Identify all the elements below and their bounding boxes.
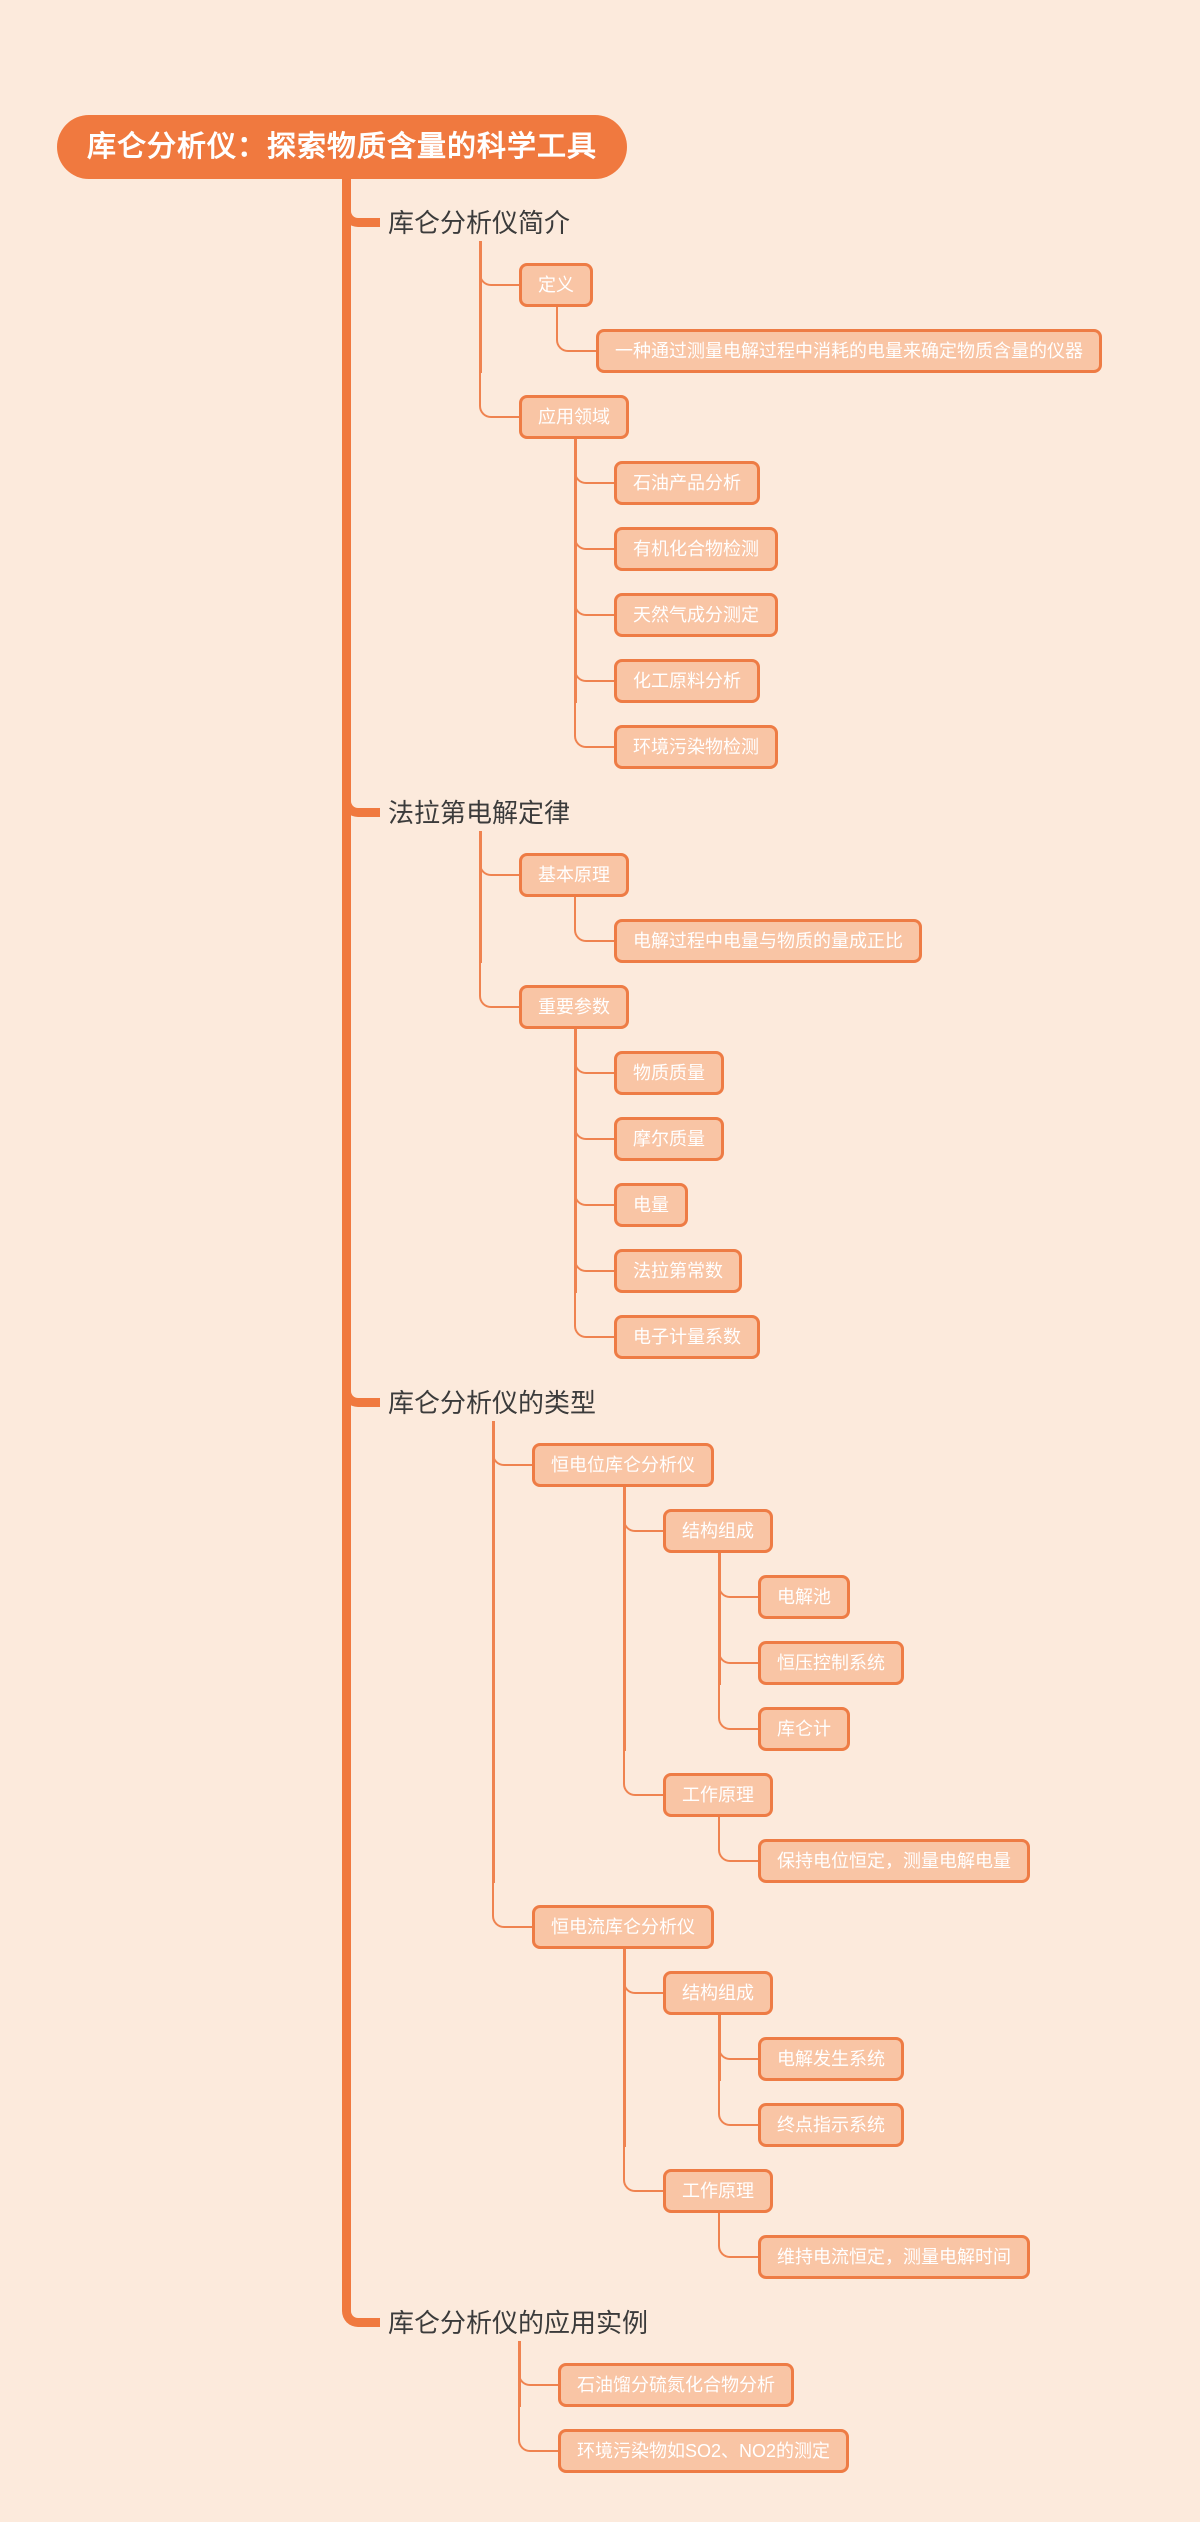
child-branch-list: 结构组成电解发生系统终点指示系统工作原理维持电流恒定，测量电解时间	[623, 1949, 1182, 2279]
sub-topic-node[interactable]: 电解池	[758, 1575, 850, 1619]
main-topic-label[interactable]: 库仑分析仪简介	[388, 208, 571, 238]
branch-list: 库仑分析仪简介定义一种通过测量电解过程中消耗的电量来确定物质含量的仪器应用领域石…	[342, 179, 1182, 2473]
sub-topic-node[interactable]: 结构组成	[663, 1509, 773, 1553]
mindmap-branch: 终点指示系统	[718, 2081, 1182, 2147]
sub-topic-node[interactable]: 维持电流恒定，测量电解时间	[758, 2235, 1030, 2279]
child-branch-list: 电解过程中电量与物质的量成正比	[574, 897, 1182, 963]
mindmap-branch: 基本原理电解过程中电量与物质的量成正比	[479, 831, 1182, 963]
sub-topic-node[interactable]: 法拉第常数	[614, 1249, 742, 1293]
mindmap-branch: 电量	[574, 1161, 1182, 1227]
child-branch-list: 恒电位库仑分析仪结构组成电解池恒压控制系统库仑计工作原理保持电位恒定，测量电解电…	[492, 1421, 1182, 2279]
mindmap-main-branch: 法拉第电解定律基本原理电解过程中电量与物质的量成正比重要参数物质质量摩尔质量电量…	[342, 769, 1182, 1359]
sub-topic-node[interactable]: 石油馏分硫氮化合物分析	[558, 2363, 794, 2407]
mindmap-branch: 法拉第常数	[574, 1227, 1182, 1293]
sub-topic-node[interactable]: 天然气成分测定	[614, 593, 778, 637]
child-branch-list: 电解发生系统终点指示系统	[718, 2015, 1182, 2147]
sub-topic-node[interactable]: 电解过程中电量与物质的量成正比	[614, 919, 922, 963]
child-branch-list: 电解池恒压控制系统库仑计	[718, 1553, 1182, 1751]
main-topic-label[interactable]: 库仑分析仪的类型	[388, 1388, 597, 1418]
sub-topic-node[interactable]: 结构组成	[663, 1971, 773, 2015]
sub-topic-node[interactable]: 定义	[519, 263, 593, 307]
mindmap-branch: 恒压控制系统	[718, 1619, 1182, 1685]
sub-topic-node[interactable]: 环境污染物如SO2、NO2的测定	[558, 2429, 850, 2473]
mindmap-branch: 工作原理维持电流恒定，测量电解时间	[623, 2147, 1182, 2279]
mindmap-branch: 维持电流恒定，测量电解时间	[718, 2213, 1182, 2279]
mindmap-branch: 石油产品分析	[574, 439, 1182, 505]
mindmap-branch: 化工原料分析	[574, 637, 1182, 703]
child-branch-list: 保持电位恒定，测量电解电量	[718, 1817, 1182, 1883]
sub-topic-node[interactable]: 终点指示系统	[758, 2103, 904, 2147]
mindmap-branch: 物质质量	[574, 1029, 1182, 1095]
mindmap-branch: 重要参数物质质量摩尔质量电量法拉第常数电子计量系数	[479, 963, 1182, 1359]
sub-topic-node[interactable]: 重要参数	[519, 985, 629, 1029]
sub-topic-node[interactable]: 恒电流库仑分析仪	[532, 1905, 714, 1949]
sub-topic-node[interactable]: 恒电位库仑分析仪	[532, 1443, 714, 1487]
sub-topic-node[interactable]: 摩尔质量	[614, 1117, 724, 1161]
child-branch-list: 维持电流恒定，测量电解时间	[718, 2213, 1182, 2279]
mindmap-branch: 天然气成分测定	[574, 571, 1182, 637]
child-branch-list: 定义一种通过测量电解过程中消耗的电量来确定物质含量的仪器应用领域石油产品分析有机…	[479, 241, 1182, 769]
sub-topic-node[interactable]: 环境污染物检测	[614, 725, 778, 769]
mindmap-branch: 石油馏分硫氮化合物分析	[518, 2341, 1182, 2407]
mindmap-branch: 环境污染物检测	[574, 703, 1182, 769]
sub-topic-node[interactable]: 电量	[614, 1183, 688, 1227]
mindmap-branch: 电解发生系统	[718, 2015, 1182, 2081]
sub-topic-node[interactable]: 基本原理	[519, 853, 629, 897]
mindmap-branch: 恒电流库仑分析仪结构组成电解发生系统终点指示系统工作原理维持电流恒定，测量电解时…	[492, 1883, 1182, 2279]
main-topic-label[interactable]: 库仑分析仪的应用实例	[388, 2308, 649, 2338]
sub-topic-node[interactable]: 石油产品分析	[614, 461, 760, 505]
mindmap-main-branch: 库仑分析仪简介定义一种通过测量电解过程中消耗的电量来确定物质含量的仪器应用领域石…	[342, 179, 1182, 769]
mindmap-main-branch: 库仑分析仪的应用实例石油馏分硫氮化合物分析环境污染物如SO2、NO2的测定	[342, 2279, 1182, 2473]
sub-topic-node[interactable]: 电解发生系统	[758, 2037, 904, 2081]
mindmap-branch: 有机化合物检测	[574, 505, 1182, 571]
mindmap-branch: 保持电位恒定，测量电解电量	[718, 1817, 1182, 1883]
mindmap-branch: 结构组成电解池恒压控制系统库仑计	[623, 1487, 1182, 1751]
mindmap-branch: 电子计量系数	[574, 1293, 1182, 1359]
sub-topic-node[interactable]: 工作原理	[663, 2169, 773, 2213]
sub-topic-node[interactable]: 电子计量系数	[614, 1315, 760, 1359]
mindmap-branch: 电解过程中电量与物质的量成正比	[574, 897, 1182, 963]
child-branch-list: 石油馏分硫氮化合物分析环境污染物如SO2、NO2的测定	[518, 2341, 1182, 2473]
mindmap-main-branch: 库仑分析仪的类型恒电位库仑分析仪结构组成电解池恒压控制系统库仑计工作原理保持电位…	[342, 1359, 1182, 2279]
mindmap-branch: 摩尔质量	[574, 1095, 1182, 1161]
sub-topic-node[interactable]: 恒压控制系统	[758, 1641, 904, 1685]
child-branch-list: 物质质量摩尔质量电量法拉第常数电子计量系数	[574, 1029, 1182, 1359]
sub-topic-node[interactable]: 物质质量	[614, 1051, 724, 1095]
mindmap-branch: 结构组成电解发生系统终点指示系统	[623, 1949, 1182, 2147]
main-topic-label[interactable]: 法拉第电解定律	[388, 798, 571, 828]
mindmap-branch: 一种通过测量电解过程中消耗的电量来确定物质含量的仪器	[556, 307, 1182, 373]
mindmap-branch: 定义一种通过测量电解过程中消耗的电量来确定物质含量的仪器	[479, 241, 1182, 373]
child-branch-list: 石油产品分析有机化合物检测天然气成分测定化工原料分析环境污染物检测	[574, 439, 1182, 769]
mindmap-branch: 应用领域石油产品分析有机化合物检测天然气成分测定化工原料分析环境污染物检测	[479, 373, 1182, 769]
mindmap-branch: 库仑计	[718, 1685, 1182, 1751]
sub-topic-node[interactable]: 化工原料分析	[614, 659, 760, 703]
mindmap-branch: 工作原理保持电位恒定，测量电解电量	[623, 1751, 1182, 1883]
sub-topic-node[interactable]: 应用领域	[519, 395, 629, 439]
sub-topic-node[interactable]: 有机化合物检测	[614, 527, 778, 571]
child-branch-list: 一种通过测量电解过程中消耗的电量来确定物质含量的仪器	[556, 307, 1182, 373]
sub-topic-node[interactable]: 工作原理	[663, 1773, 773, 1817]
child-branch-list: 结构组成电解池恒压控制系统库仑计工作原理保持电位恒定，测量电解电量	[623, 1487, 1182, 1883]
mindmap-branch: 恒电位库仑分析仪结构组成电解池恒压控制系统库仑计工作原理保持电位恒定，测量电解电…	[492, 1421, 1182, 1883]
sub-topic-node[interactable]: 一种通过测量电解过程中消耗的电量来确定物质含量的仪器	[596, 329, 1102, 373]
root-topic[interactable]: 库仑分析仪：探索物质含量的科学工具	[57, 115, 628, 179]
sub-topic-node[interactable]: 库仑计	[758, 1707, 850, 1751]
child-branch-list: 基本原理电解过程中电量与物质的量成正比重要参数物质质量摩尔质量电量法拉第常数电子…	[479, 831, 1182, 1359]
mindmap-branch: 电解池	[718, 1553, 1182, 1619]
mindmap-branch: 环境污染物如SO2、NO2的测定	[518, 2407, 1182, 2473]
sub-topic-node[interactable]: 保持电位恒定，测量电解电量	[758, 1839, 1030, 1883]
